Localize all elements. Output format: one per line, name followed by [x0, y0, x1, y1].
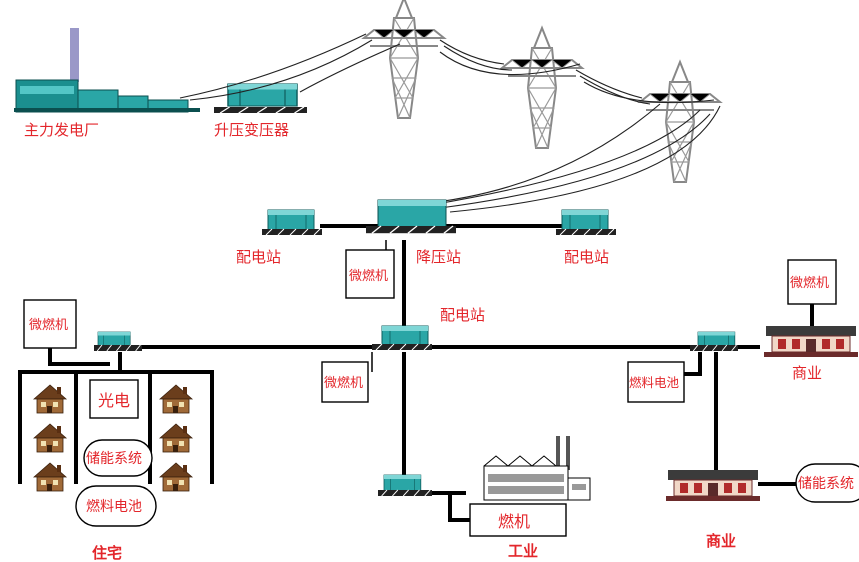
transmission-wires — [179, 33, 721, 213]
transmission-tower-3 — [639, 61, 721, 183]
step-up-transformer-graphic — [213, 83, 308, 114]
transmission-tower-2 — [501, 27, 583, 149]
distribution-station-right-graphic — [555, 209, 617, 236]
distribution-station-res-graphic — [93, 331, 143, 352]
residential-label: 住宅 — [92, 544, 122, 562]
distribution-station-industrial-graphic — [377, 474, 433, 497]
micro-turbine-stepdown-box — [345, 249, 395, 299]
house-5 — [159, 423, 193, 453]
com-fuel-cell-link — [682, 352, 702, 376]
pv-text: 光电 — [98, 391, 130, 410]
storage-res-text: 储能系统 — [86, 451, 142, 467]
main-power-plant-graphic — [14, 28, 200, 113]
storage-com-text: 储能系统 — [798, 476, 854, 492]
distribution-station-com-graphic — [689, 331, 739, 352]
industrial-turbine-text: 燃机 — [498, 512, 530, 531]
micro-turbine-stepdown-text: 微燃机 — [349, 268, 388, 284]
distribution-station-left-graphic — [261, 209, 323, 236]
house-2 — [33, 423, 67, 453]
fuel-cell-com-text: 燃料电池 — [629, 375, 680, 390]
commercial-bottom-label: 商业 — [706, 532, 736, 550]
micro-turbine-com-text: 微燃机 — [790, 275, 829, 291]
step-down-station-graphic — [365, 199, 457, 234]
micro-turbine-center-text: 微燃机 — [324, 375, 363, 391]
commercial-building-bottom — [665, 469, 761, 502]
main-plant-label: 主力发电厂 — [24, 121, 99, 139]
step-down-label: 降压站 — [416, 248, 461, 266]
distribution-station-center-graphic — [371, 325, 433, 351]
house-6 — [159, 462, 193, 492]
dist-center-label: 配电站 — [440, 306, 485, 324]
fuel-cell-com-box — [627, 361, 685, 403]
house-3 — [33, 462, 67, 492]
house-1 — [33, 384, 67, 414]
dist-left-label: 配电站 — [236, 248, 281, 266]
transmission-tower-1 — [363, 0, 445, 119]
commercial-building-top — [763, 325, 859, 358]
res-bus-frame — [18, 370, 214, 484]
fuel-cell-res-text: 燃料电池 — [86, 498, 142, 515]
micro-turbine-center-box — [321, 361, 369, 403]
commercial-top-label: 商业 — [792, 364, 822, 382]
factory-graphic — [483, 436, 591, 501]
house-4 — [159, 384, 193, 414]
micro-turbine-res-text: 微燃机 — [29, 317, 68, 333]
storage-res-box — [83, 439, 153, 477]
industrial-label: 工业 — [508, 542, 538, 560]
industrial-turbine-link — [448, 493, 472, 522]
pv-box — [89, 379, 139, 419]
res-turbine-link — [48, 348, 110, 366]
industrial-turbine-box — [469, 503, 567, 537]
dist-right-label: 配电站 — [564, 248, 609, 266]
micro-turbine-com-box — [787, 259, 837, 305]
storage-com-box — [795, 463, 859, 503]
step-up-label: 升压变压器 — [214, 121, 289, 139]
fuel-cell-res-box — [75, 485, 157, 527]
